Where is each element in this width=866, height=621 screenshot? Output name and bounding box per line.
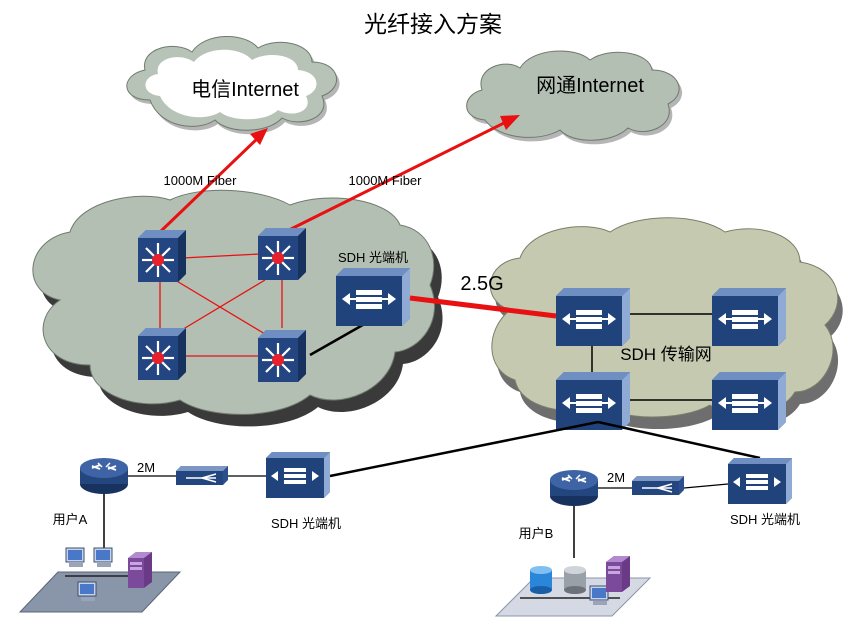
user-b-database-2 [564,566,586,594]
user-b-label: 用户B [519,526,554,541]
sdh-ring-links [591,313,714,401]
sdh-2-5g-label: 2.5G [460,273,503,295]
sdh-ring-node-4 [711,371,787,431]
core-mesh-links [159,253,283,357]
fiber-links [158,115,520,234]
user-a-rate-label: 2M [137,460,155,475]
page-title: 光纤接入方案 [364,12,502,38]
user-a-router [79,457,129,495]
user-a-pc-2 [93,547,113,568]
user-a-pc-1 [65,547,85,568]
netcom-internet-label: 网通Internet [536,74,644,97]
sdh-ring-node-1 [555,287,631,347]
user-a-access-link [329,420,599,478]
user-b-converter [631,475,685,496]
core-to-sdh-link [309,320,369,357]
sdh-transport-label: SDH 传输网 [620,345,712,364]
netcom-internet-cloud: 网通Internet [466,50,683,145]
user-b-router [549,469,599,507]
core-switch-1 [136,228,188,284]
user-b-database-1 [530,566,552,594]
user-a-label: 用户A [53,512,88,527]
core-switch-2 [256,226,308,282]
core-switch-3 [136,326,188,382]
sdh-ring-node-2 [711,287,787,347]
sdh-core-label: SDH 光端机 [338,250,408,265]
user-b-site: 2M SDH 光端机 用户B [494,458,800,617]
core-switch-4 [256,328,308,384]
user-a-converter [175,465,229,486]
user-b-sdh-terminal [728,458,792,504]
user-a-site: 2M SDH 光端机 用户A [18,452,341,613]
user-a-server [128,552,152,588]
user-b-server [606,556,630,592]
telecom-internet-cloud: 电信Internet [126,36,340,135]
fiber-left-label: 1000M Fiber [164,173,238,188]
sdh-ring-node-3 [555,371,631,431]
sdh-2-5g-link [409,295,557,319]
user-a-sdh-terminal [266,452,330,498]
sdh-core-terminal [335,267,411,327]
telecom-internet-label: 电信Internet [191,78,299,101]
user-b-rate-label: 2M [607,470,625,485]
user-b-sdh-label: SDH 光端机 [730,512,800,527]
user-a-sdh-label: SDH 光端机 [271,516,341,531]
sdh-transport-cloud [489,217,843,430]
user-b-access-link [597,420,761,460]
fiber-right-label: 1000M Fiber [349,173,423,188]
